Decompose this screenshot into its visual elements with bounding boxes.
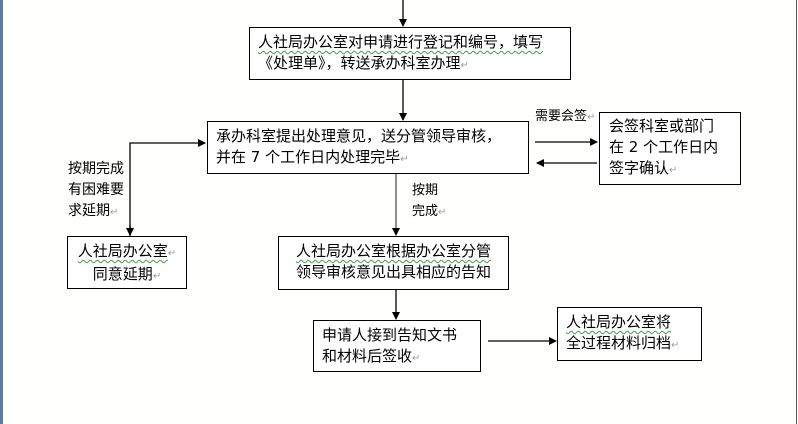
node-archive-line-1: 人社局办公室将 xyxy=(566,313,672,331)
node-register: 人社局办公室对申请进行登记和编号，填写 《处理单》，转送承办科室办理↵ xyxy=(249,27,571,80)
paragraph-mark-icon: ↵ xyxy=(110,207,119,218)
edge-label-need-countersign: 需要会签↵ xyxy=(535,106,595,128)
paragraph-mark-icon: ↵ xyxy=(460,60,469,71)
node-notice-line-2: 领导审核意见出具相应的告知 xyxy=(295,263,491,281)
node-extension-line-1: 人社局办公室 xyxy=(77,242,168,260)
node-process: 承办科室提出处理意见，送分管领导审核， 并在 7 个工作日内处理完毕↵ xyxy=(207,121,529,174)
node-countersign-line-2: 在 2 个工作日内 xyxy=(609,138,719,156)
node-extension: 人社局办公室↵ 同意延期↵ xyxy=(67,236,187,289)
edge-label-on-time-line-2: 完成 xyxy=(412,204,439,219)
node-countersign-line-1: 会签科室或部门 xyxy=(609,117,715,135)
paragraph-mark-icon: ↵ xyxy=(167,248,177,259)
node-countersign: 会签科室或部门 在 2 个工作日内 签字确认↵ xyxy=(599,112,741,185)
node-receipt: 申请人接到告知文书 和材料后签收↵ xyxy=(313,320,481,372)
paragraph-mark-icon: ↵ xyxy=(438,207,447,218)
paragraph-mark-icon: ↵ xyxy=(152,271,162,282)
paragraph-mark-icon: ↵ xyxy=(671,340,680,351)
window-right-border xyxy=(796,0,797,424)
node-notice-line-1: 人社局办公室根据办公室分管 xyxy=(295,242,491,260)
node-receipt-line-2: 和材料后签收 xyxy=(322,347,413,365)
node-archive: 人社局办公室将 全过程材料归档↵ xyxy=(557,307,702,361)
node-notice: 人社局办公室根据办公室分管 领导审核意见出具相应的告知 xyxy=(278,236,509,290)
paragraph-mark-icon: ↵ xyxy=(669,165,678,176)
node-receipt-line-1: 申请人接到告知文书 xyxy=(322,326,458,344)
node-register-line-1: 人社局办公室对申请进行登记和编号，填写 xyxy=(258,33,544,51)
edge-label-delay-line-2: 有困难要 xyxy=(68,182,124,198)
paragraph-mark-icon: ↵ xyxy=(400,154,409,165)
node-register-line-2: 《处理单》，转送承办科室办理 xyxy=(258,54,461,72)
edge-label-need-countersign-text: 需要会签 xyxy=(535,109,588,124)
edge-label-delay-line-1: 按期完成 xyxy=(68,161,124,177)
node-extension-line-2: 同意延期 xyxy=(92,265,153,283)
edge-label-on-time: 按期 完成↵ xyxy=(412,180,446,223)
node-process-line-2: 并在 7 个工作日内处理完毕 xyxy=(216,148,401,166)
edge-label-delay-line-3: 求延期 xyxy=(68,203,110,219)
paragraph-mark-icon: ↵ xyxy=(587,112,596,123)
edge-extension-to-process xyxy=(129,139,206,236)
window-left-border xyxy=(0,0,3,424)
edge-label-on-time-line-1: 按期 xyxy=(412,183,439,198)
node-process-line-1: 承办科室提出处理意见，送分管领导审核， xyxy=(216,127,502,145)
node-archive-line-2: 全过程材料归档 xyxy=(566,334,672,352)
paragraph-mark-icon: ↵ xyxy=(412,353,421,364)
edge-label-delay: 按期完成 有困难要 求延期↵ xyxy=(68,159,124,223)
node-countersign-line-3: 签字确认 xyxy=(609,159,670,177)
